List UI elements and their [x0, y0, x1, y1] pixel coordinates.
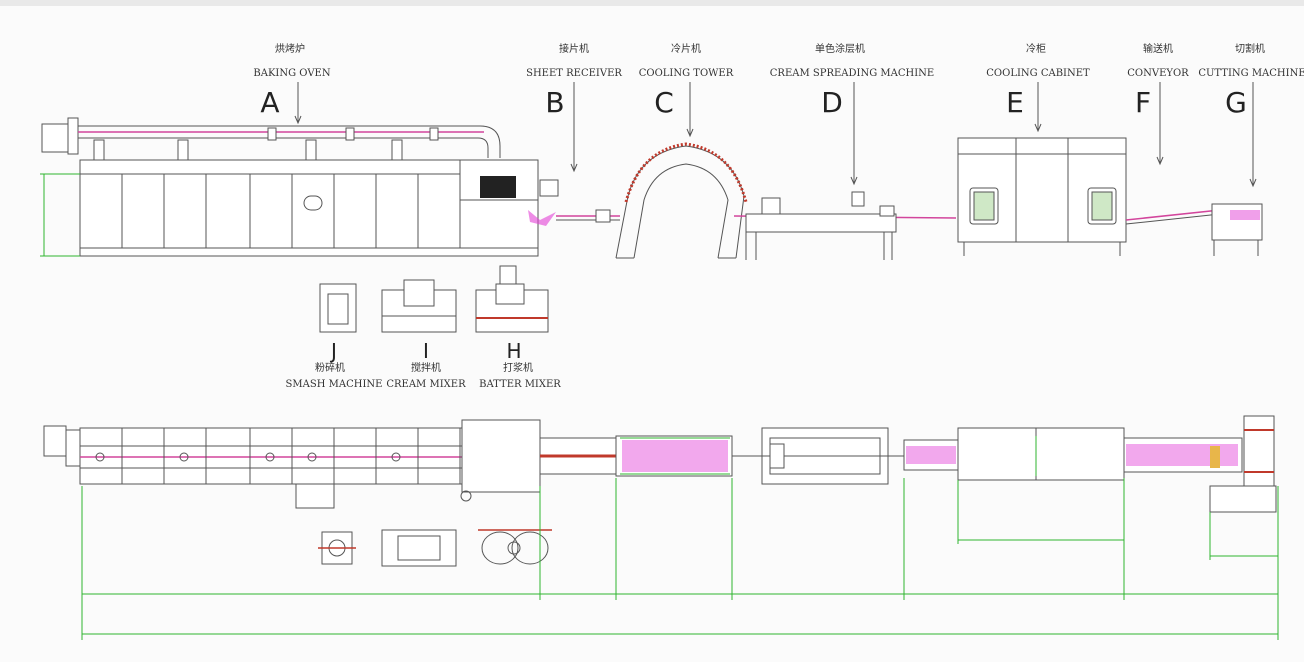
label-i-letter: I — [423, 339, 429, 363]
conveyor-cutter-plan — [1123, 415, 1277, 513]
baking-oven-plan — [43, 419, 541, 509]
label-d-en: CREAM SPREADING MACHINE — [770, 68, 934, 79]
label-i-en: CREAM MIXER — [386, 379, 466, 390]
label-e-cn: 冷柜 — [1026, 42, 1046, 55]
label-d: 单色涂层机 CREAM SPREADING MACHINE D — [770, 42, 934, 186]
label-b-letter: B — [545, 86, 564, 119]
baking-oven-elevation — [40, 117, 559, 257]
label-d-letter: D — [821, 86, 843, 119]
label-g-cn: 切割机 — [1235, 42, 1265, 55]
label-c-en: COOLING TOWER — [639, 68, 734, 79]
label-h-en: BATTER MIXER — [479, 379, 561, 390]
label-e-letter: E — [1006, 86, 1024, 119]
label-c-cn: 冷片机 — [671, 42, 701, 55]
label-d-cn: 单色涂层机 — [815, 42, 865, 55]
label-j-en: SMASH MACHINE — [286, 379, 383, 390]
label-c-letter: C — [654, 86, 674, 119]
cooling-cabinet-elevation — [957, 137, 1127, 256]
label-e: 冷柜 COOLING CABINET E — [986, 42, 1090, 133]
dimension-lines — [81, 436, 1279, 640]
label-f-en: CONVEYOR — [1127, 68, 1189, 79]
cooling-tower-elevation — [615, 142, 748, 259]
label-b-en: SHEET RECEIVER — [526, 68, 622, 79]
conveyor-cutter-elevation — [1125, 203, 1263, 256]
label-g-en: CUTTING MACHINE — [1198, 68, 1304, 79]
smash-machine-elevation: J 粉碎机 SMASH MACHINE — [286, 283, 383, 390]
cream-mixer-elevation: I 搅拌机 CREAM MIXER — [381, 279, 466, 390]
label-e-en: COOLING CABINET — [986, 68, 1090, 79]
label-b: 接片机 SHEET RECEIVER B — [526, 42, 622, 173]
label-f: 输送机 CONVEYOR F — [1127, 42, 1189, 166]
label-f-letter: F — [1135, 86, 1151, 119]
cream-spreading-elevation — [733, 191, 957, 260]
label-b-cn: 接片机 — [559, 42, 589, 55]
label-f-cn: 输送机 — [1143, 42, 1173, 55]
label-h-cn: 打浆机 — [503, 361, 533, 374]
label-i-cn: 搅拌机 — [411, 361, 441, 374]
label-a-letter: A — [260, 86, 279, 119]
label-c: 冷片机 COOLING TOWER C — [639, 42, 734, 138]
label-a: 烘烤炉 BAKING OVEN A — [253, 42, 331, 125]
cooling-cabinet-plan — [903, 427, 1125, 481]
label-h-letter: H — [506, 339, 521, 363]
label-g: 切割机 CUTTING MACHINE G — [1198, 42, 1304, 188]
label-a-en: BAKING OVEN — [253, 68, 330, 79]
aux-machines-plan — [318, 529, 552, 567]
label-g-letter: G — [1225, 86, 1247, 119]
batter-mixer-elevation: H 打浆机 BATTER MIXER — [475, 265, 561, 390]
label-j-letter: J — [329, 339, 337, 363]
cream-spreading-plan — [732, 427, 904, 485]
label-a-cn: 烘烤炉 — [275, 42, 305, 55]
sheet-receiver-elevation — [556, 209, 620, 223]
label-j-cn: 粉碎机 — [315, 361, 345, 374]
receiver-tower-plan — [539, 435, 733, 477]
top-border — [0, 0, 1304, 6]
